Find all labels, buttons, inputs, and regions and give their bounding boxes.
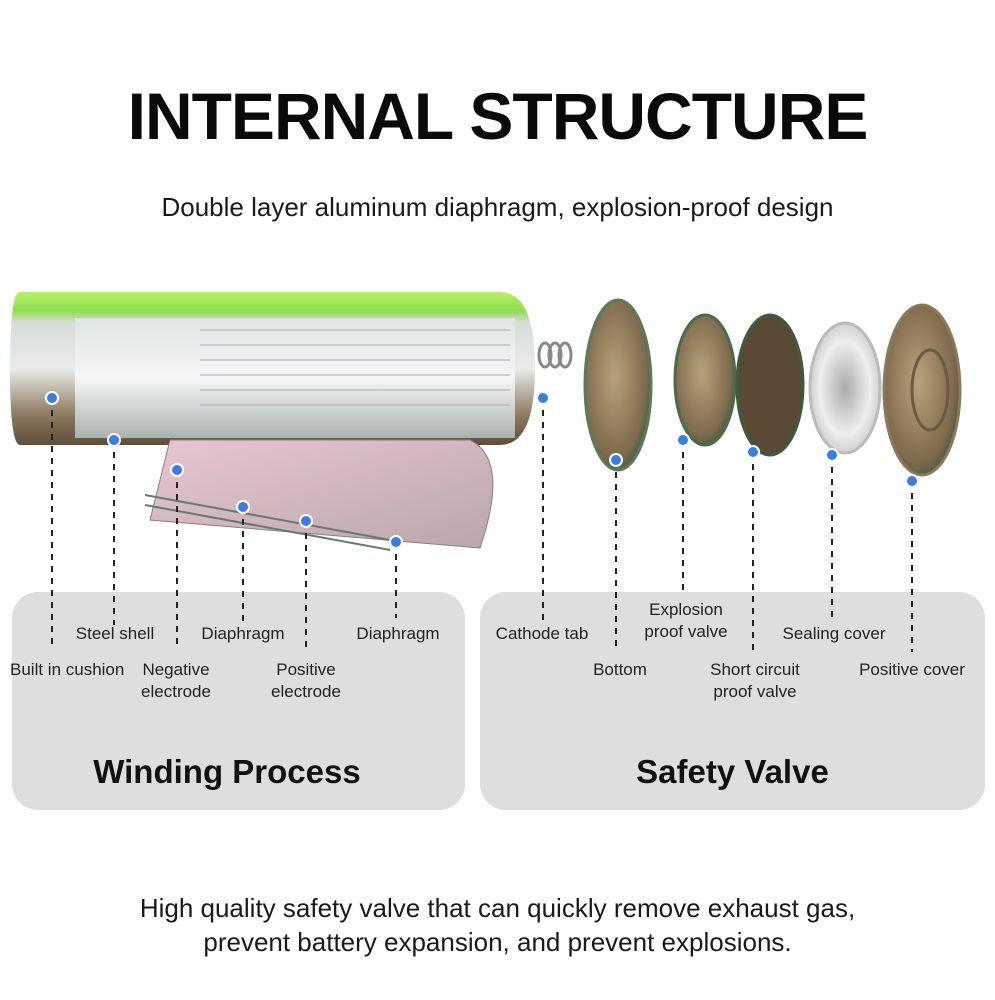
leader-lines	[51, 398, 913, 652]
label-steel-shell: Steel shell	[75, 624, 155, 643]
page-title: INTERNAL STRUCTURE	[127, 79, 869, 153]
label-positive-cover: Positive cover	[859, 660, 965, 679]
short-circuit-valve-disc	[735, 313, 805, 457]
battery-cylinder	[10, 292, 535, 551]
winding-process-panel	[12, 592, 465, 810]
safety-valve-panel	[480, 592, 985, 810]
footer-line-1: High quality safety valve that can quick…	[139, 893, 856, 923]
sealing-cover-ring	[808, 321, 882, 455]
label-positive-electrode: Positive electrode	[271, 660, 341, 701]
positive-cover-disc	[882, 303, 962, 477]
label-bottom: Bottom	[593, 660, 647, 679]
safety-valve-heading: Safety Valve	[636, 753, 829, 790]
label-cathode-tab: Cathode tab	[495, 624, 589, 643]
marker-dots	[45, 391, 919, 549]
explosion-proof-valve-disc	[673, 313, 737, 447]
spring	[537, 341, 573, 369]
footer-line-2: prevent battery expansion, and prevent e…	[203, 927, 792, 957]
label-explosion-proof-valve: Explosion proof valve	[644, 600, 728, 641]
label-sealing-cover: Sealing cover	[782, 624, 886, 643]
label-diaphragm-2: Diaphragm	[356, 624, 440, 643]
bottom-disc	[583, 298, 653, 472]
label-built-in-cushion: Built in cushion	[10, 660, 125, 679]
subtitle: Double layer aluminum diaphragm, explosi…	[161, 192, 834, 222]
winding-process-heading: Winding Process	[93, 753, 361, 790]
label-negative-electrode: Negative electrode	[141, 660, 211, 701]
label-short-circuit-proof-valve: Short circuit proof valve	[710, 660, 800, 701]
label-diaphragm-1: Diaphragm	[201, 624, 285, 643]
